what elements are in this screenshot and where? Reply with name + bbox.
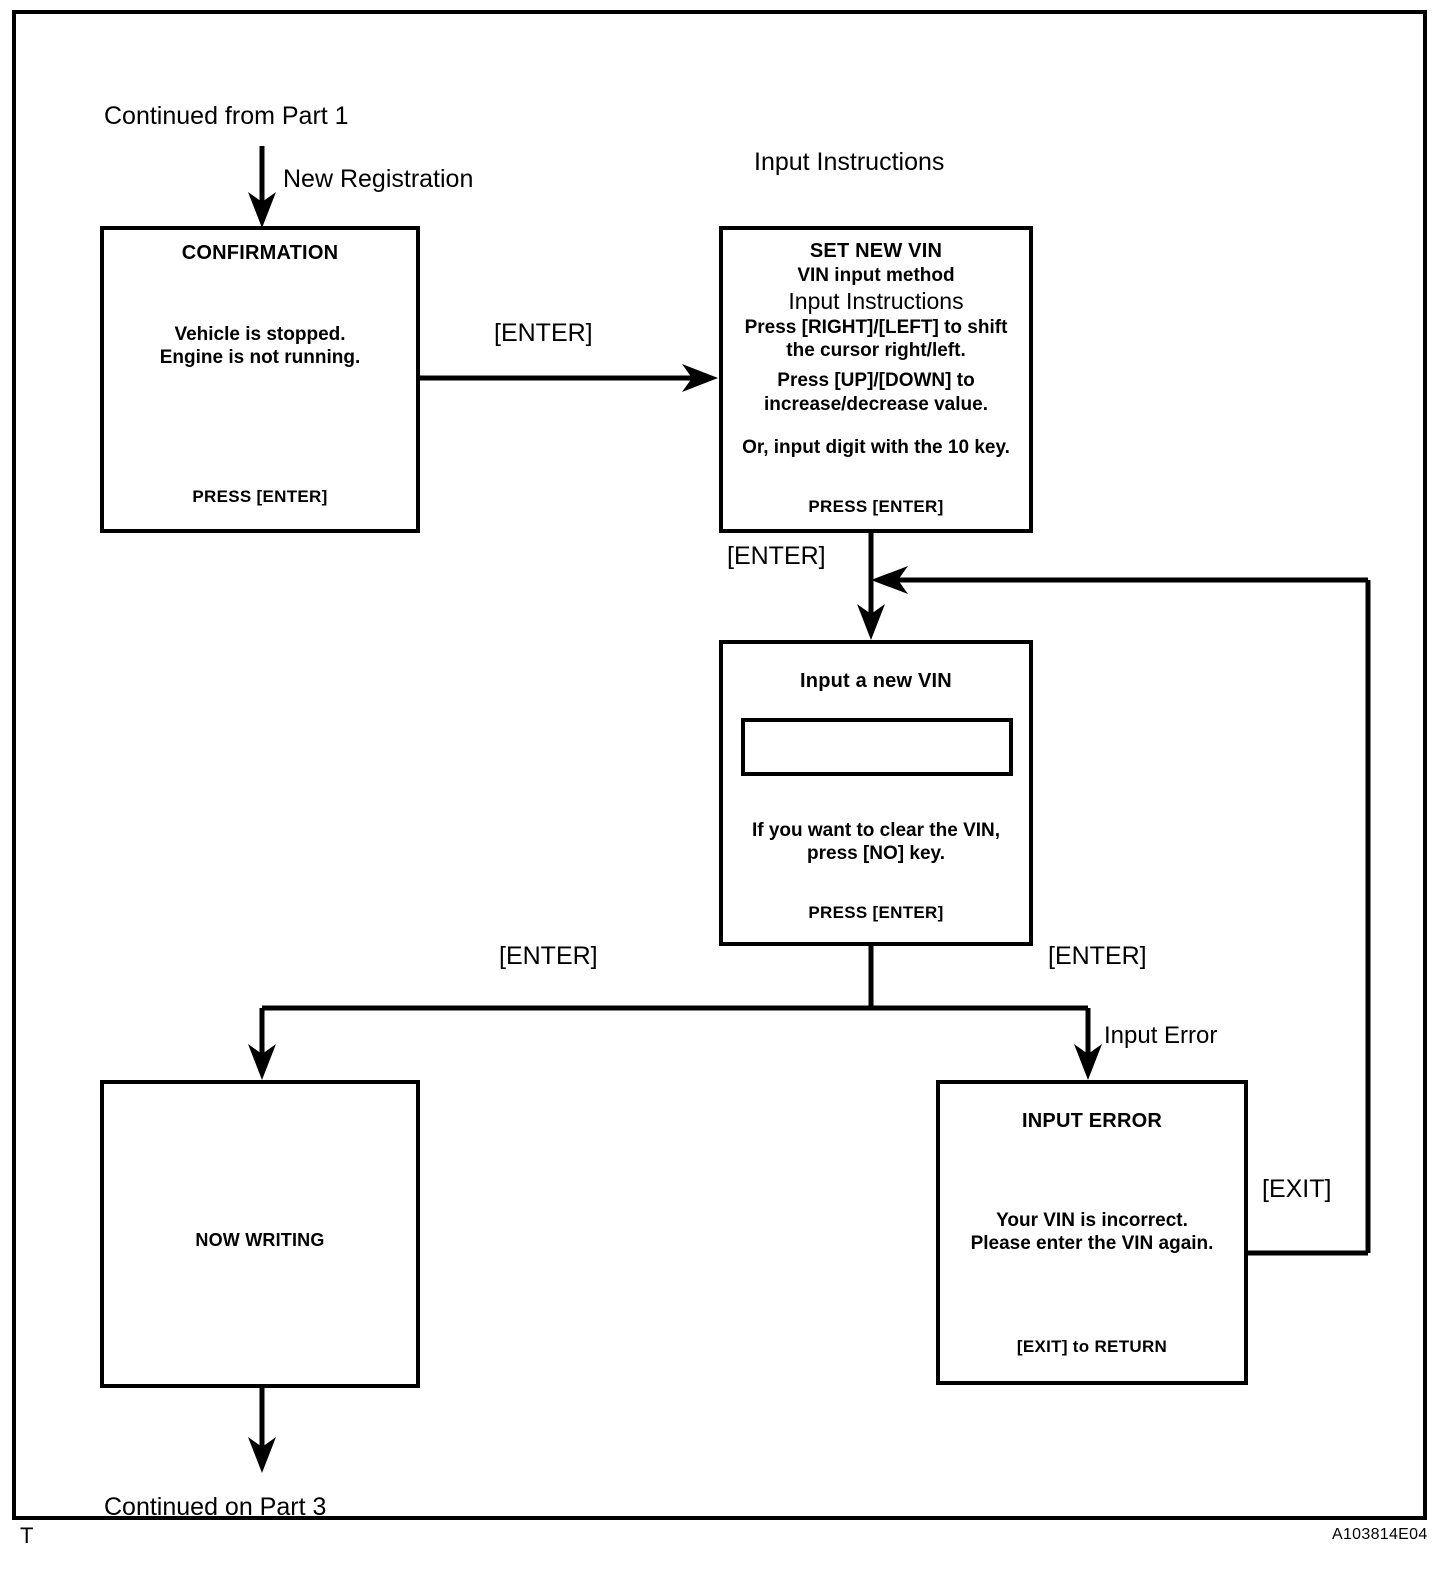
setvin-subtitle: VIN input method — [797, 265, 955, 286]
screen-input-error: INPUT ERROR Your VIN is incorrect. Pleas… — [936, 1080, 1248, 1385]
label-new-registration: New Registration — [283, 165, 474, 193]
setvin-title: SET NEW VIN — [809, 240, 943, 262]
inputerror-line-1: Your VIN is incorrect. — [996, 1210, 1188, 1231]
label-exit: [EXIT] — [1262, 1175, 1332, 1203]
inputvin-line-2: press [NO] key. — [807, 843, 945, 865]
label-enter-left-branch: [ENTER] — [499, 942, 598, 970]
label-continued-from-part1: Continued from Part 1 — [104, 102, 349, 130]
inputvin-footer: PRESS [ENTER] — [808, 903, 944, 922]
setvin-footer: PRESS [ENTER] — [808, 497, 944, 516]
confirmation-line-1: Vehicle is stopped. — [174, 324, 346, 345]
diagram-frame — [12, 10, 1427, 1520]
setvin-line-1: Press [RIGHT]/[LEFT] to shift — [744, 317, 1008, 338]
inputvin-line-1: If you want to clear the VIN, — [751, 820, 1001, 841]
inputvin-title: Input a new VIN — [800, 670, 952, 692]
setvin-line-5: Or, input digit with the 10 key. — [742, 436, 1010, 458]
label-enter-confirmation-to-setvin: [ENTER] — [494, 319, 593, 347]
label-input-instructions-heading: Input Instructions — [754, 148, 945, 176]
screen-confirmation: CONFIRMATION Vehicle is stopped. Engine … — [100, 226, 420, 533]
inputerror-footer: [EXIT] to RETURN — [1016, 1337, 1168, 1356]
setvin-line-3: Press [UP]/[DOWN] to — [777, 370, 975, 392]
confirmation-line-2: Engine is not running. — [159, 347, 361, 369]
screen-input-new-vin: Input a new VIN If you want to clear the… — [719, 640, 1033, 946]
inputerror-line-2: Please enter the VIN again. — [970, 1233, 1214, 1255]
setvin-line-4: increase/decrease value. — [764, 393, 988, 415]
confirmation-title: CONFIRMATION — [181, 242, 339, 264]
vin-input-field[interactable] — [741, 718, 1013, 776]
label-enter-setvin-to-inputvin: [ENTER] — [727, 542, 826, 570]
corner-mark-t: T — [20, 1523, 34, 1548]
setvin-line-2: the cursor right/left. — [786, 340, 966, 362]
screen-set-new-vin: SET NEW VIN VIN input method Input Instr… — [719, 226, 1033, 533]
label-enter-right-branch: [ENTER] — [1048, 942, 1147, 970]
nowwriting-title: NOW WRITING — [195, 1230, 325, 1250]
label-continued-on-part3: Continued on Part 3 — [104, 1493, 327, 1521]
setvin-heading: Input Instructions — [788, 288, 964, 314]
figure-code: A103814E04 — [1332, 1526, 1428, 1543]
label-input-error-branch: Input Error — [1104, 1022, 1218, 1049]
confirmation-footer: PRESS [ENTER] — [192, 487, 328, 506]
screen-now-writing: NOW WRITING — [100, 1080, 420, 1388]
inputerror-title: INPUT ERROR — [1022, 1110, 1162, 1132]
